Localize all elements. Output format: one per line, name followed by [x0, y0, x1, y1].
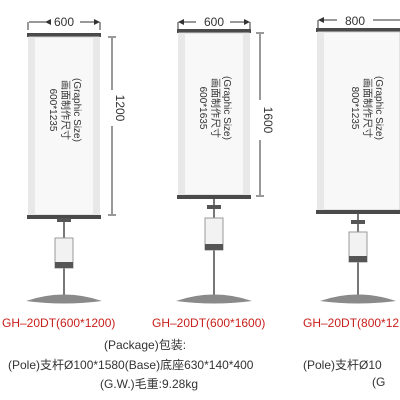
- stand-3-width-label: 800: [345, 14, 365, 28]
- stand-1-model-label: GH–20DT(600*1200): [2, 316, 116, 330]
- stand-3: 800 (Graphic Size) 画面制作尺寸 800*1235: [316, 14, 400, 304]
- stand-1-graphic-size-cn: 画面制作尺寸: [59, 80, 72, 140]
- stand-2-model-label: GH–20DT(600*1600): [152, 316, 266, 330]
- stand-3-model-label: GH–20DT(800*12: [303, 316, 400, 330]
- stand-1-bottom-bar: [27, 215, 101, 219]
- stand-2-base: [176, 294, 252, 304]
- stand-2-graphic-size-cn: 画面制作尺寸: [209, 78, 222, 138]
- stand-1-panel: [28, 36, 100, 216]
- stand-1-width-label: 600: [54, 15, 74, 29]
- stand-1-height-label: 1200: [113, 95, 127, 122]
- stand-1-graphic-size-en: (Graphic Size): [71, 78, 82, 142]
- stand-3-pole-spec-partial: (Pole)支杆Ø10: [303, 358, 382, 372]
- gross-weight-spec: (G.W.)毛重:9.28kg: [100, 377, 199, 391]
- stand-3-graphic-size-value: 800*1235: [349, 87, 360, 130]
- stand-1: 600 1200 (Graphic Size) 画面制作尺寸 600*1235: [26, 15, 127, 304]
- stand-1-graphic-size-value: 600*1235: [47, 89, 58, 132]
- stand-3-weight-spec-partial: (G: [372, 375, 386, 389]
- stand-1-base: [26, 294, 102, 304]
- stand-2-panel: [178, 32, 250, 196]
- stand-2-width-label: 600: [204, 15, 224, 29]
- stand-3-graphic-size-cn: 画面制作尺寸: [361, 78, 374, 138]
- stand-3-graphic-size-en: (Graphic Size): [373, 76, 384, 140]
- stand-2-height-label: 1600: [261, 107, 275, 134]
- stand-3-top-bar: [316, 28, 400, 32]
- stand-1-top-bar: [27, 33, 101, 37]
- stand-2-graphic-size-en: (Graphic Size): [221, 76, 232, 140]
- stand-3-panel: [317, 31, 400, 211]
- stand-2-graphic-size-value: 600*1635: [197, 87, 208, 130]
- pole-base-spec: (Pole)支杆Ø100*1580(Base)底座630*140*400: [8, 358, 254, 372]
- stand-2-bottom-bar: [177, 195, 251, 199]
- stand-3-bottom-bar: [316, 210, 400, 214]
- stand-2: 600 1600 (Graphic Size) 画面制作尺寸 600*1635: [176, 15, 275, 304]
- package-label: (Package)包装:: [104, 338, 187, 352]
- stand-2-top-bar: [177, 29, 251, 33]
- stand-3-base: [320, 294, 396, 304]
